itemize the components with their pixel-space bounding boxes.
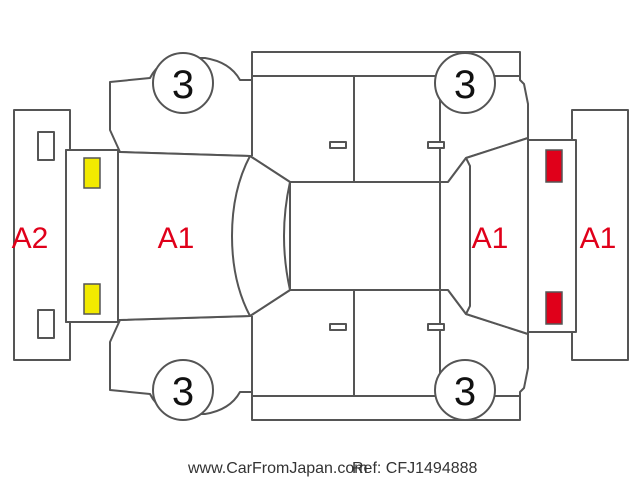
yellow-marker-top	[83, 157, 101, 189]
wheel-front-top: 3	[434, 52, 496, 114]
wheel-front-top-label: 3	[454, 63, 476, 107]
red-marker-bottom	[545, 291, 563, 325]
wheel-rear-bottom-label: 3	[172, 370, 194, 414]
label-windshield-area: A1	[472, 222, 509, 255]
wheel-front-bottom: 3	[434, 359, 496, 421]
wheel-rear-top-label: 3	[172, 63, 194, 107]
wheel-rear-bottom: 3	[152, 359, 214, 421]
yellow-marker-bottom	[83, 283, 101, 315]
rear-light-markers	[83, 157, 101, 315]
rear-bumper	[13, 109, 71, 361]
car-body	[65, 57, 577, 415]
wheel-front-bottom-label: 3	[454, 370, 476, 414]
wheel-rear-top: 3	[152, 52, 214, 114]
label-rear-deck: A1	[158, 222, 195, 255]
label-rear-bumper: A2	[12, 222, 49, 255]
red-marker-top	[545, 149, 563, 183]
front-light-markers	[545, 149, 563, 325]
label-front-bumper: A1	[580, 222, 617, 255]
footer-ref: Ref: CFJ1494888	[352, 460, 478, 477]
footer-site: www.CarFromJapan.com	[187, 460, 368, 477]
